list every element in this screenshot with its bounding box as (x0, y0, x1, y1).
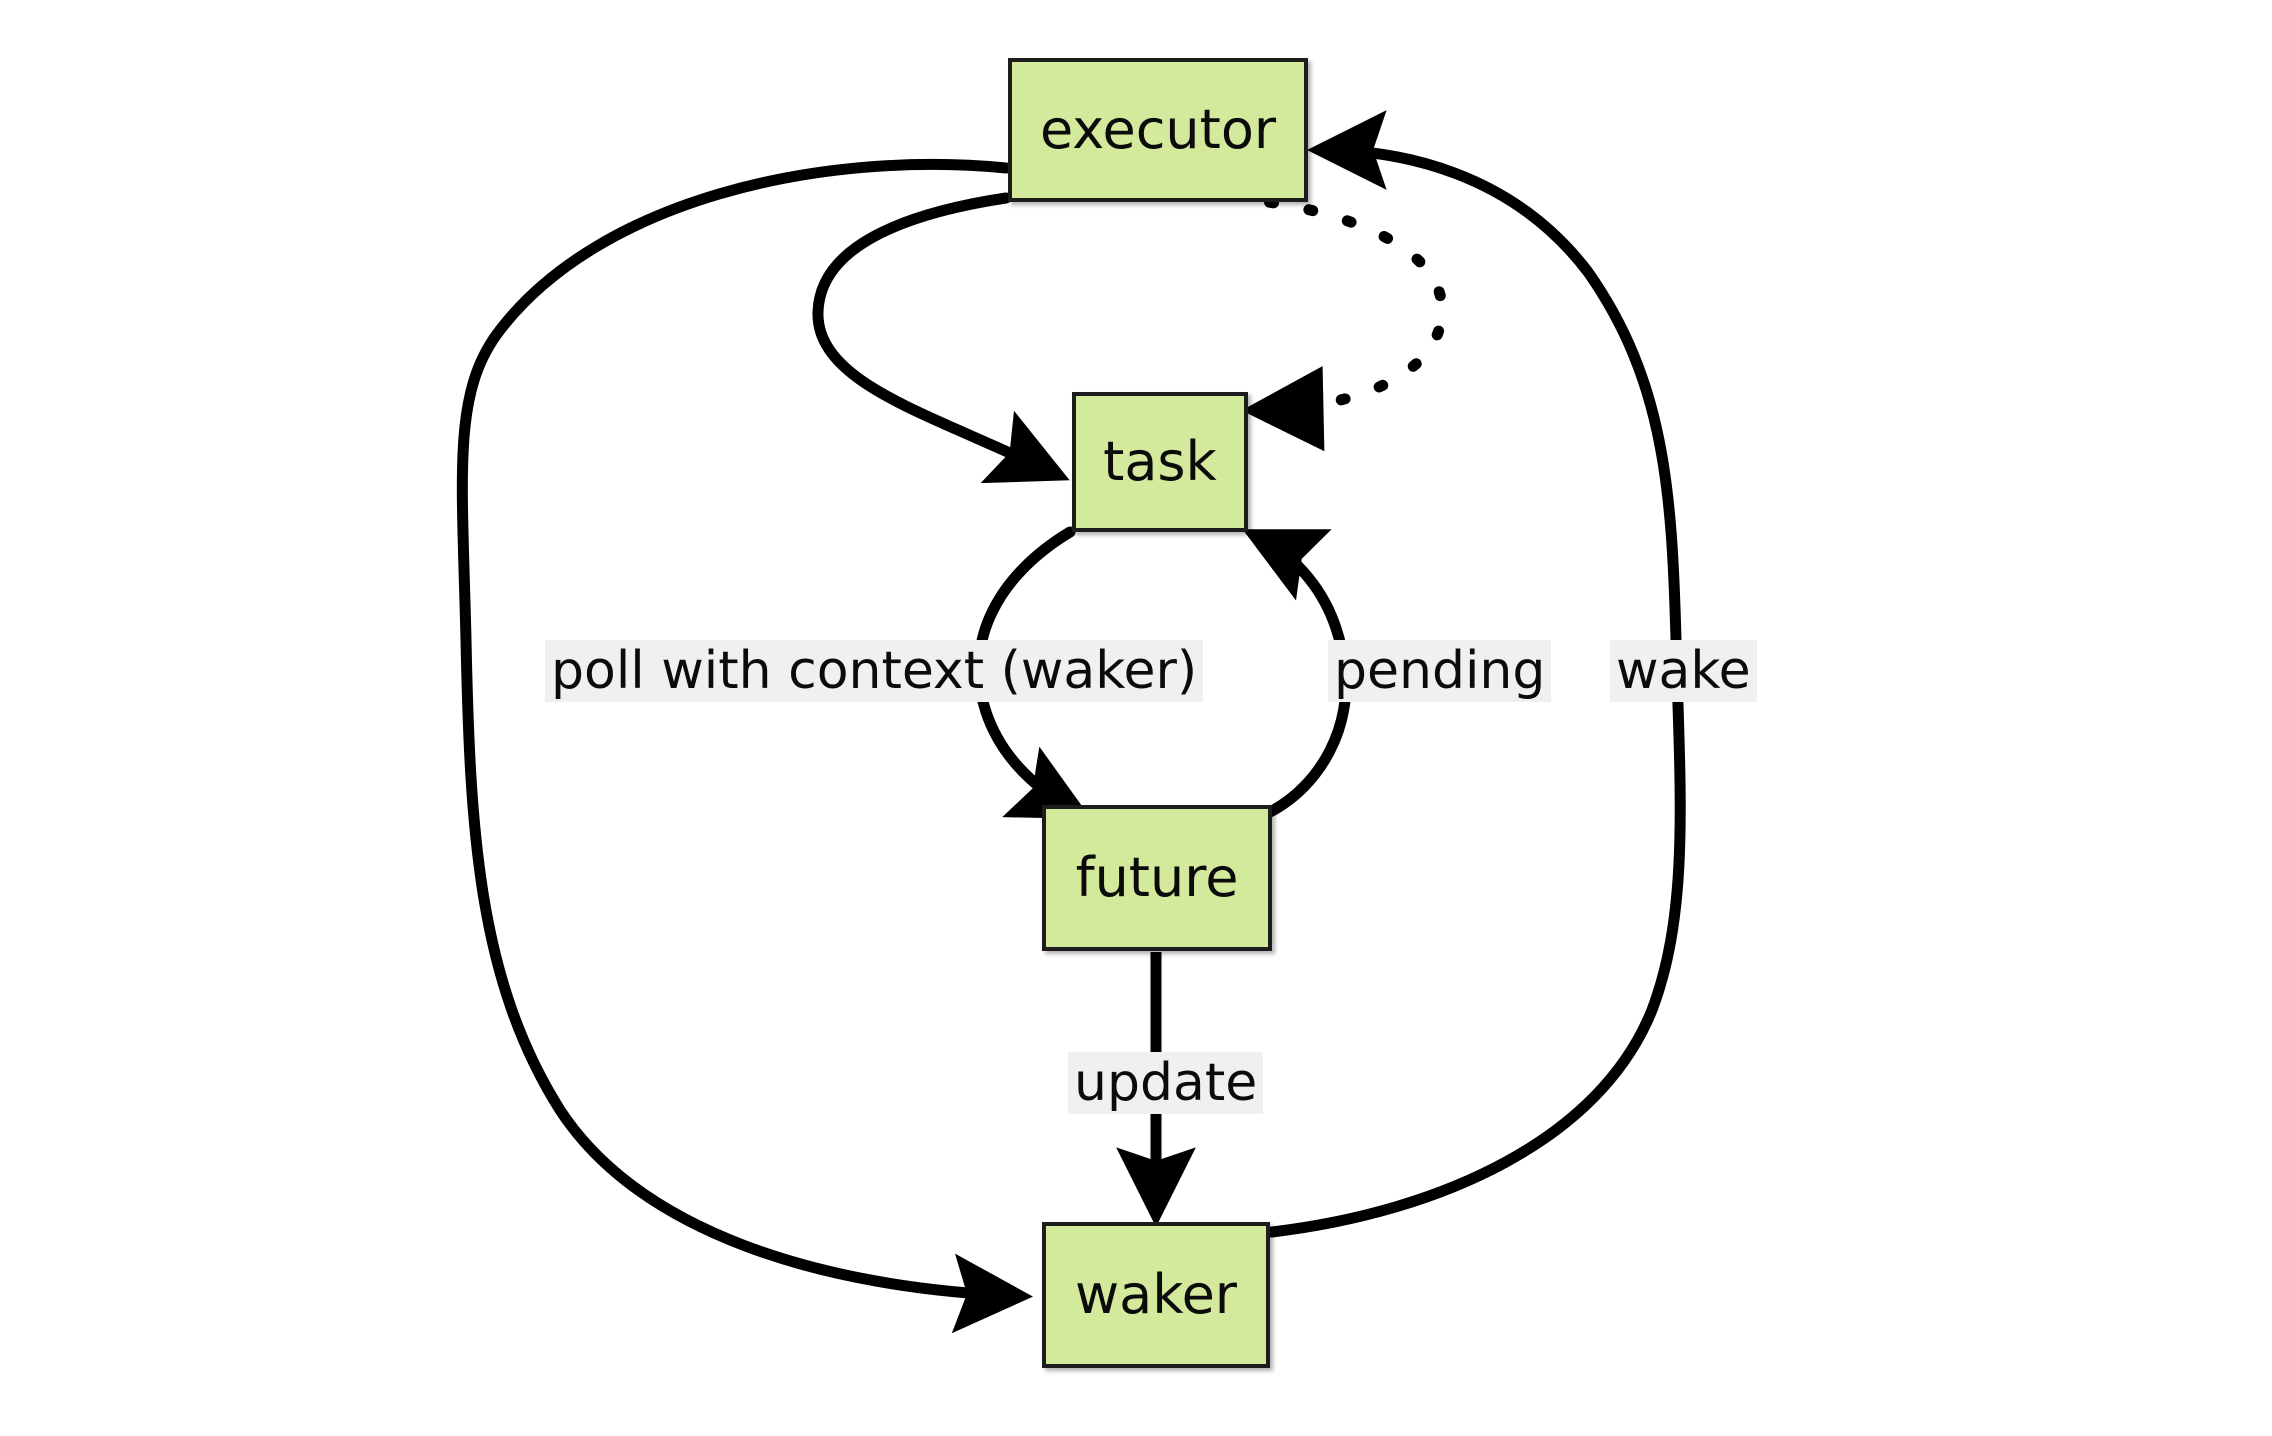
node-task-label: task (1103, 430, 1217, 493)
node-future[interactable]: future (1042, 805, 1272, 951)
node-executor[interactable]: executor (1008, 58, 1308, 202)
edge-executor-to-task (812, 192, 1070, 484)
node-waker-label: waker (1074, 1263, 1238, 1326)
edge-label-pending: pending (1328, 640, 1552, 703)
edge-task-to-executor (1241, 196, 1448, 452)
edge-label-poll: poll with context (waker) (545, 640, 1204, 703)
edge-label-wake: wake (1610, 640, 1757, 703)
edge-label-update: update (1068, 1052, 1264, 1115)
node-executor-label: executor (1039, 98, 1277, 161)
node-waker[interactable]: waker (1042, 1222, 1270, 1368)
node-future-label: future (1075, 846, 1239, 909)
edge-executor-to-waker (456, 158, 1034, 1334)
node-task[interactable]: task (1072, 392, 1248, 532)
